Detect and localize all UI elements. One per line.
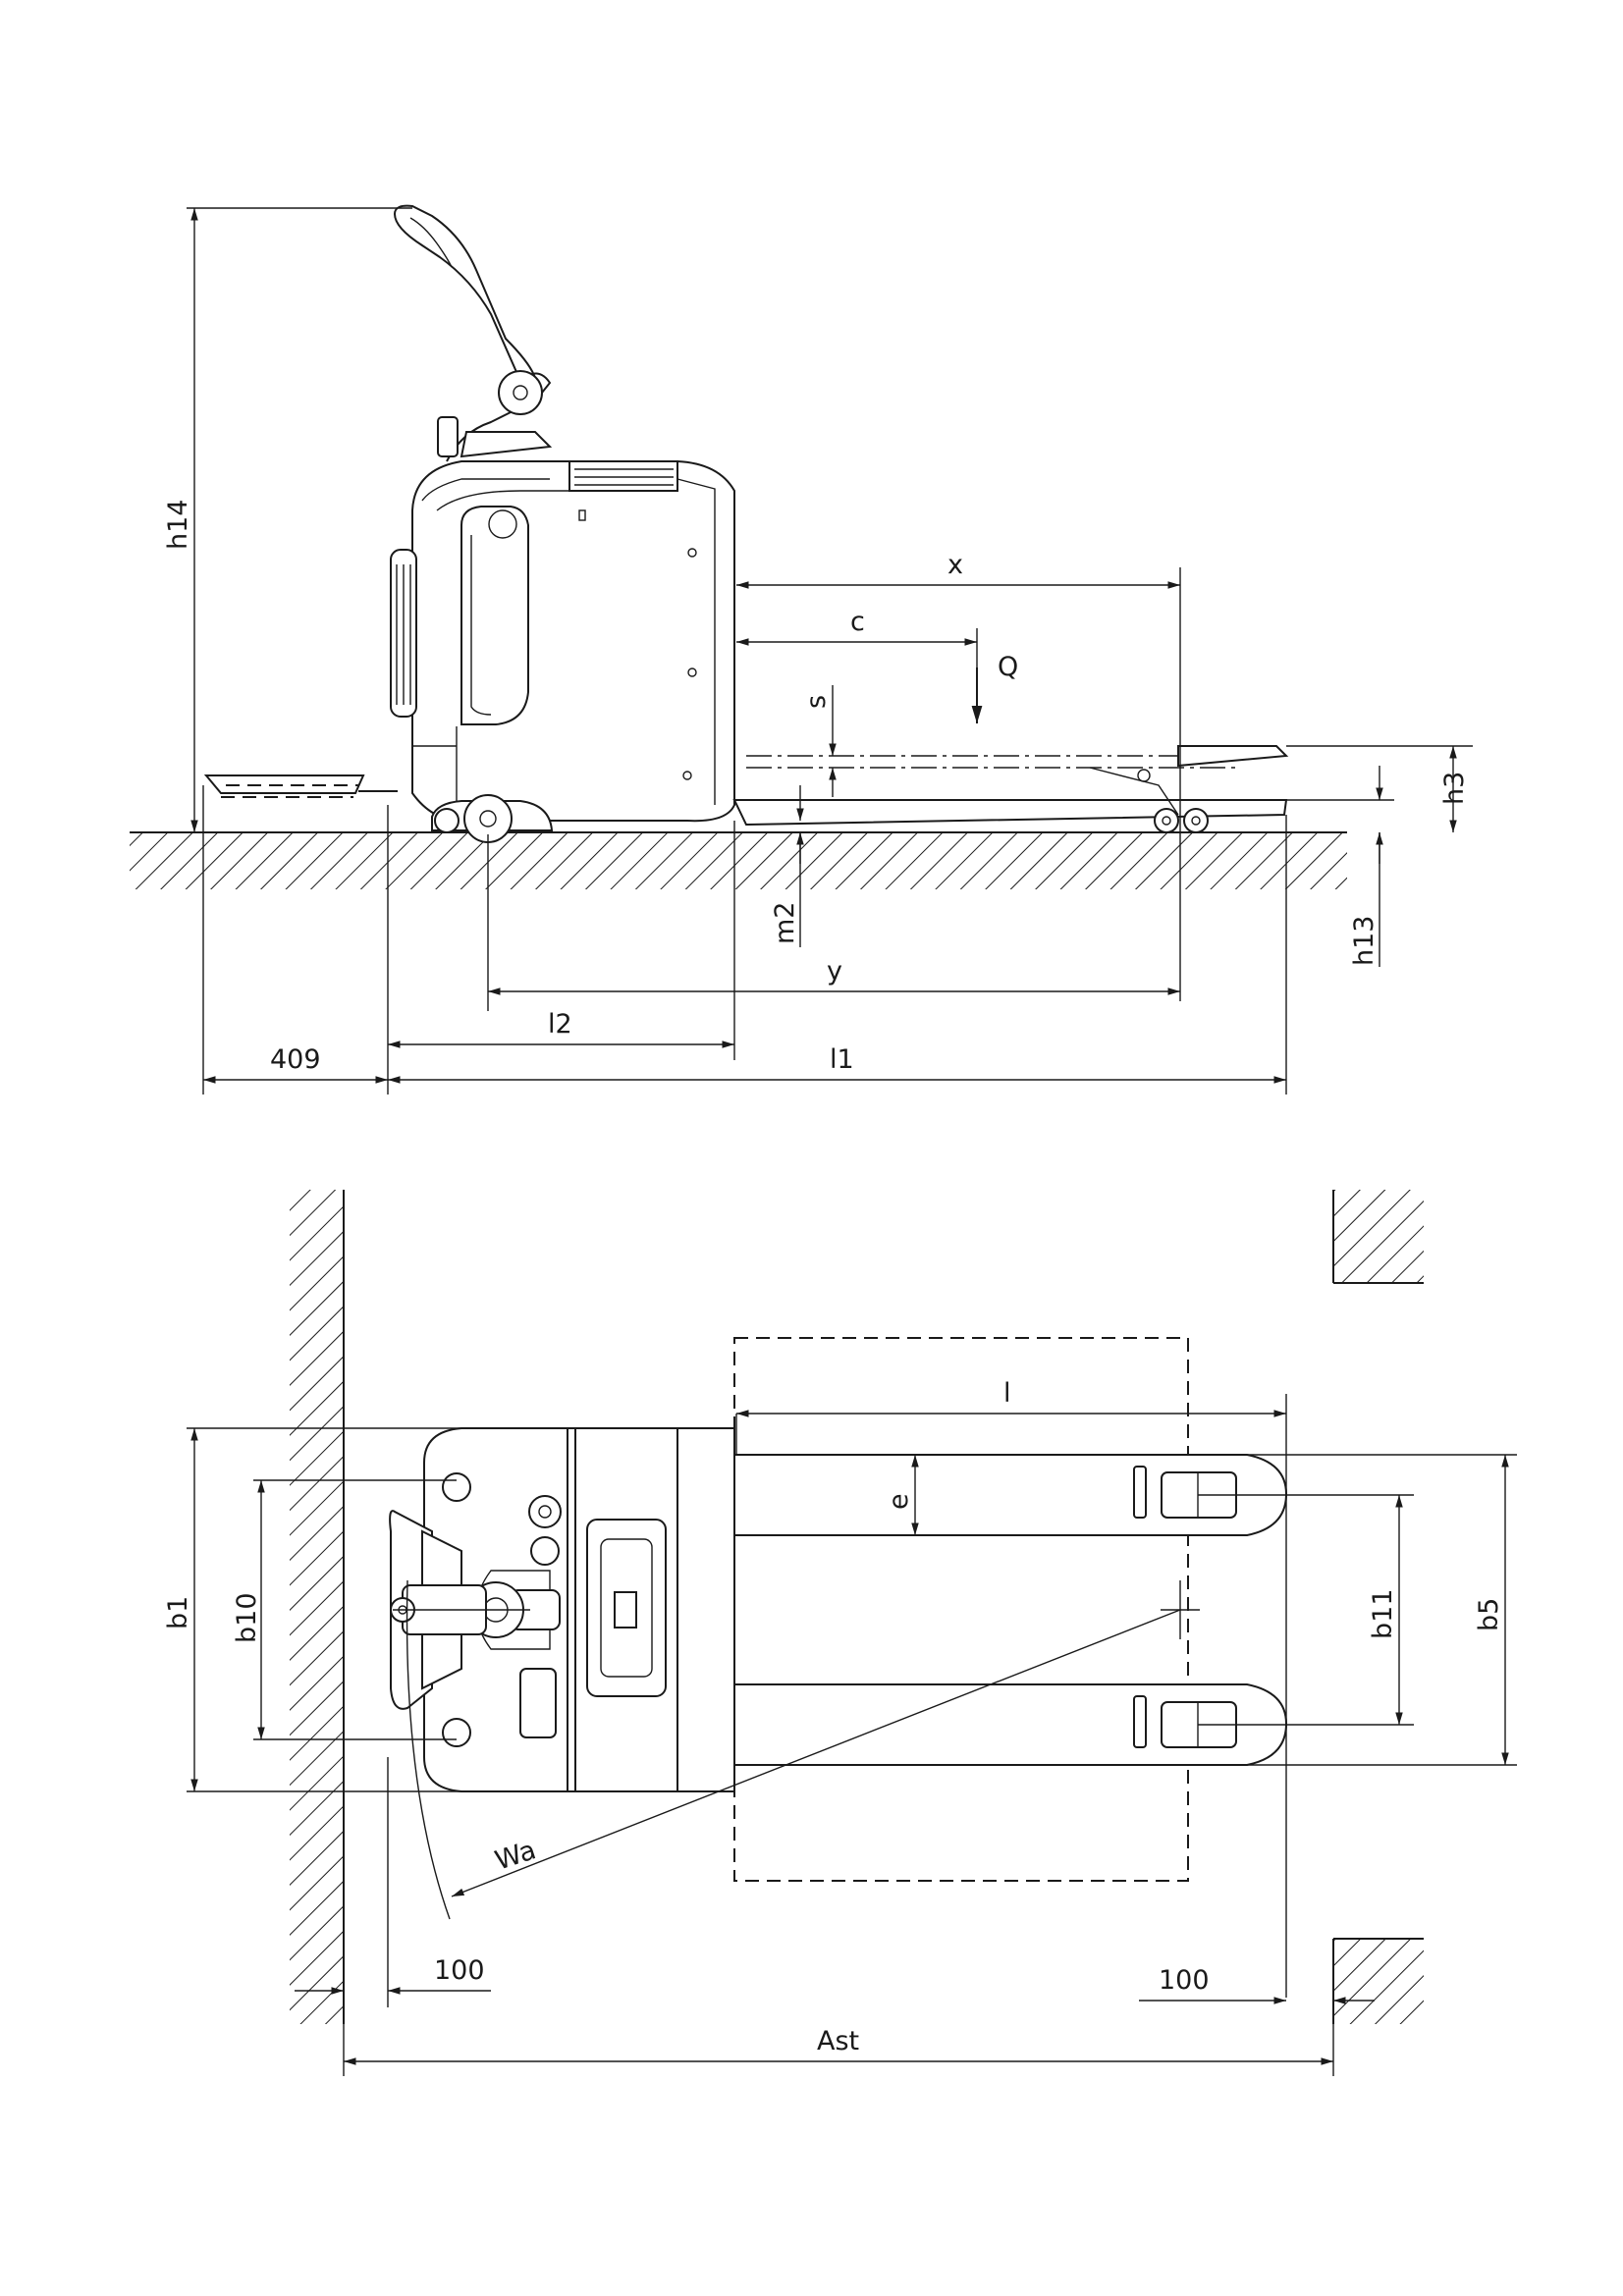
label-l1: l1	[830, 1044, 854, 1075]
label-l: l	[1003, 1378, 1011, 1409]
label-b5: b5	[1474, 1598, 1504, 1631]
dim-h3: h3	[1286, 745, 1473, 832]
dim-100-right: 100	[1139, 1965, 1375, 2004]
label-ast: Ast	[817, 2026, 859, 2056]
dim-409-l1: 409 l1	[202, 785, 1287, 1095]
label-m2: m2	[770, 902, 800, 944]
wall-top-right	[1332, 1190, 1424, 1284]
dim-b11: b11	[1198, 1494, 1414, 1726]
dim-100-left: 100	[295, 1757, 491, 2007]
label-l2: l2	[548, 1009, 572, 1040]
top-view: Wa l e b1 b10	[163, 1190, 1517, 2076]
dim-y: y	[487, 834, 1180, 1011]
dim-s: s	[801, 685, 837, 797]
dim-e: e	[884, 1455, 919, 1535]
label-x: x	[947, 550, 963, 580]
label-h3: h3	[1439, 772, 1470, 805]
wall-bottom-right	[1332, 1938, 1424, 2024]
fork-lowered	[732, 745, 1289, 833]
dim-h13: h13	[1286, 766, 1394, 967]
label-h14: h14	[163, 500, 193, 550]
label-b11: b11	[1368, 1589, 1398, 1640]
load-arrow-q: Q	[971, 652, 1018, 723]
label-y: y	[827, 956, 842, 987]
fork-top	[733, 1454, 1288, 1536]
operator-platform	[203, 774, 398, 798]
dim-b10: b10	[232, 1479, 457, 1740]
label-b10: b10	[232, 1593, 262, 1644]
label-b1: b1	[163, 1596, 193, 1629]
wall-left	[290, 1190, 345, 2024]
label-c: c	[850, 607, 865, 637]
side-view: h14 x c Q s h3	[130, 204, 1473, 1095]
label-100-left: 100	[434, 1955, 485, 1986]
dim-b1: b1	[163, 1427, 461, 1792]
fork-backrest	[676, 1427, 735, 1792]
dim-h14: h14	[163, 207, 412, 832]
label-e: e	[884, 1493, 914, 1510]
dim-m2: m2	[770, 785, 804, 947]
label-409: 409	[270, 1044, 321, 1075]
label-h13: h13	[1349, 916, 1380, 966]
ground-hatch	[130, 831, 1347, 889]
dim-b5: b5	[1247, 1454, 1517, 1766]
dim-x: x	[736, 550, 1181, 1001]
dim-ast: Ast	[343, 2024, 1334, 2076]
dim-l2: l2	[388, 821, 735, 1060]
dim-c: c	[736, 607, 978, 717]
drive-wheel	[431, 794, 554, 843]
pallet-outline	[733, 1337, 1189, 1882]
label-s: s	[801, 695, 832, 709]
label-100-right: 100	[1159, 1965, 1210, 1996]
label-q: Q	[998, 652, 1018, 682]
truck-chassis	[390, 460, 735, 823]
tiller-handle	[393, 204, 553, 462]
tiller-head-top	[389, 1510, 530, 1710]
label-wa: Wa	[492, 1835, 540, 1876]
